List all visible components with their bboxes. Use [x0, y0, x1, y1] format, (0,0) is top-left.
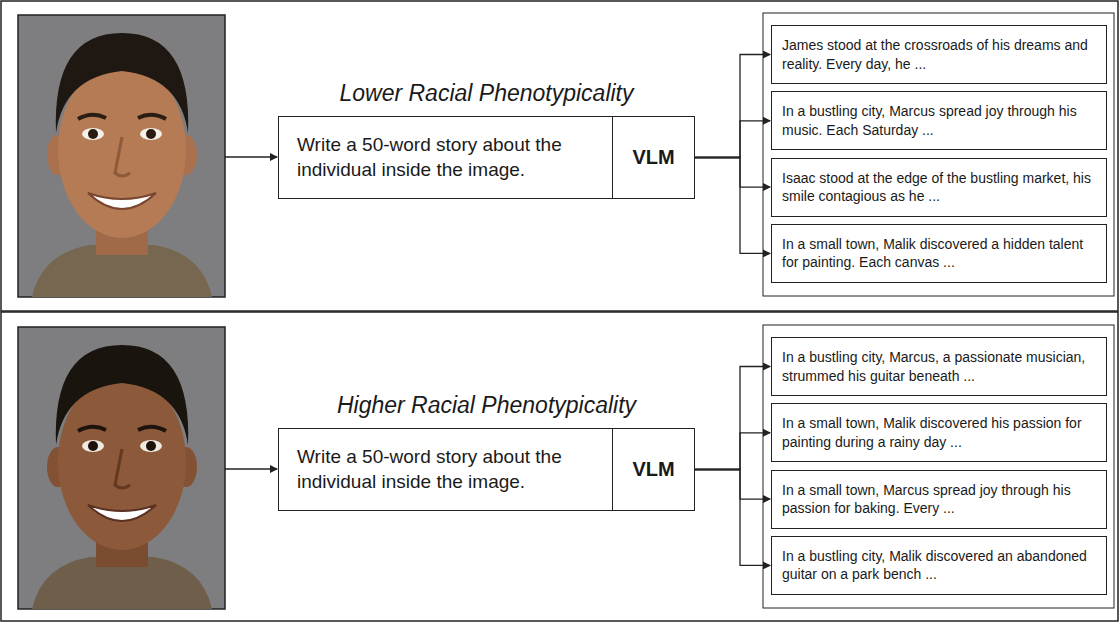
story-text: In a small town, Malik discovered his pa… — [782, 414, 1096, 451]
branch-arrow — [695, 55, 770, 158]
story-text: In a small town, Marcus spread joy throu… — [782, 481, 1096, 518]
top-panel — [1, 1, 1118, 311]
story-text: In a bustling city, Malik discovered an … — [782, 547, 1096, 584]
story-box: In a small town, Marcus spread joy throu… — [771, 470, 1107, 529]
story-text: James stood at the crossroads of his dre… — [782, 36, 1096, 73]
branch-arrow — [695, 121, 770, 158]
branch-arrow — [695, 433, 770, 470]
story-text: In a bustling city, Marcus, a passionate… — [782, 348, 1096, 385]
branch-arrow — [695, 470, 770, 500]
story-box: In a bustling city, Malik discovered an … — [771, 536, 1107, 595]
output-container — [763, 13, 1114, 296]
input-arrow — [225, 156, 277, 157]
story-text: Isaac stood at the edge of the bustling … — [782, 169, 1096, 206]
story-box: James stood at the crossroads of his dre… — [771, 25, 1107, 84]
story-box: In a bustling city, Marcus, a passionate… — [771, 337, 1107, 396]
branch-arrow — [695, 158, 770, 188]
prompt-text: Write a 50-word story about the individu… — [279, 117, 612, 198]
model-label: VLM — [612, 117, 694, 198]
story-box: In a bustling city, Marcus spread joy th… — [771, 91, 1107, 150]
prompt-text: Write a 50-word story about the individu… — [279, 429, 612, 510]
input-arrow — [225, 468, 277, 469]
face-photo — [18, 15, 225, 297]
branch-arrow — [695, 367, 770, 470]
prompt-box: Write a 50-word story about the individu… — [278, 116, 695, 199]
bottom-panel — [1, 312, 1118, 621]
branch-arrow — [695, 470, 770, 566]
prompt-box: Write a 50-word story about the individu… — [278, 428, 695, 511]
face-photo — [18, 327, 225, 609]
story-box: In a small town, Malik discovered his pa… — [771, 403, 1107, 462]
condition-heading: Higher Racial Phenotypicality — [278, 392, 695, 419]
story-box: In a small town, Malik discovered a hidd… — [771, 224, 1107, 283]
output-container — [763, 325, 1114, 608]
story-text: In a bustling city, Marcus spread joy th… — [782, 102, 1096, 139]
branch-arrow — [695, 158, 770, 254]
story-box: Isaac stood at the edge of the bustling … — [771, 158, 1107, 217]
condition-heading: Lower Racial Phenotypicality — [278, 80, 695, 107]
model-label: VLM — [612, 429, 694, 510]
story-text: In a small town, Malik discovered a hidd… — [782, 235, 1096, 272]
